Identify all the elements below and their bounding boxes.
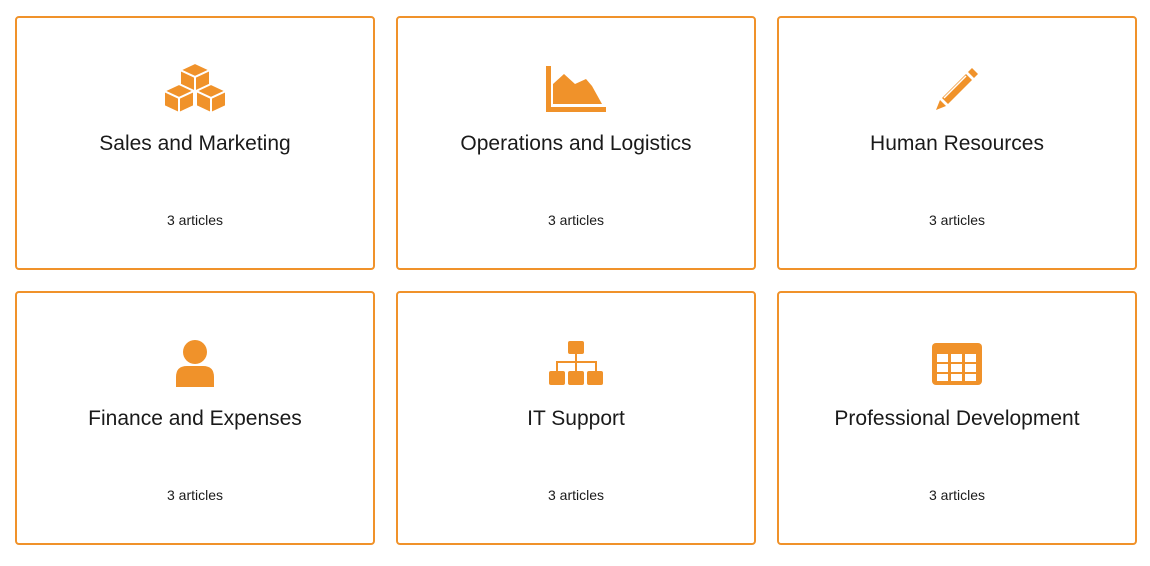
category-grid: Sales and Marketing 3 articles Operation… (15, 16, 1137, 545)
category-card-operations-and-logistics[interactable]: Operations and Logistics 3 articles (396, 16, 756, 270)
article-count: 3 articles (547, 212, 605, 228)
sitemap-icon (541, 335, 611, 393)
pencil-icon (922, 60, 992, 118)
category-card-finance-and-expenses[interactable]: Finance and Expenses 3 articles (15, 291, 375, 545)
category-title: Sales and Marketing (99, 132, 291, 155)
category-card-it-support[interactable]: IT Support 3 articles (396, 291, 756, 545)
category-card-professional-development[interactable]: Professional Development 3 articles (777, 291, 1137, 545)
user-icon (160, 335, 230, 393)
category-title: Human Resources (870, 132, 1044, 155)
category-card-human-resources[interactable]: Human Resources 3 articles (777, 16, 1137, 270)
article-count: 3 articles (928, 212, 986, 228)
category-title: IT Support (527, 407, 625, 430)
area-chart-icon (541, 60, 611, 118)
article-count: 3 articles (166, 487, 224, 503)
category-title: Operations and Logistics (460, 132, 692, 155)
category-title: Professional Development (834, 407, 1080, 430)
cubes-icon (160, 60, 230, 118)
table-icon (922, 335, 992, 393)
article-count: 3 articles (928, 487, 986, 503)
article-count: 3 articles (547, 487, 605, 503)
article-count: 3 articles (166, 212, 224, 228)
category-title: Finance and Expenses (88, 407, 302, 430)
category-card-sales-and-marketing[interactable]: Sales and Marketing 3 articles (15, 16, 375, 270)
